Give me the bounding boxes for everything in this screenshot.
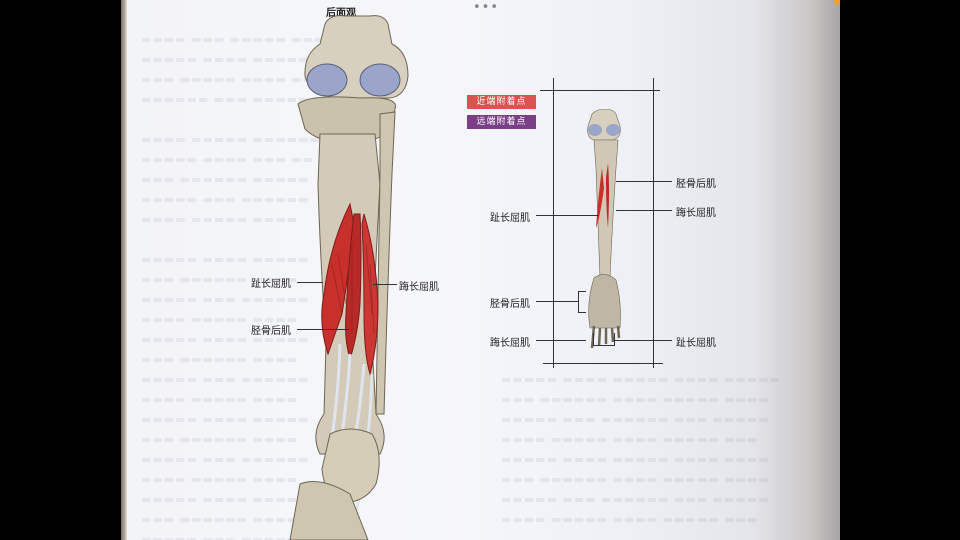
leader-line xyxy=(536,215,599,216)
book-page: ▬▬▬▬ ▬▬▬ ▬▬▬▬▬ ▬▬▬ ▬▬▬▬▬ ▬▬▬▬ ▬▬▬▬▬▬ ▬▬▬… xyxy=(121,0,840,540)
label-small-flexor-hallucis-longus-upper: 踇长屈肌 xyxy=(676,208,716,219)
leader-line xyxy=(536,301,578,302)
leader-line xyxy=(616,181,672,182)
frame-bottom xyxy=(543,363,663,364)
bracket xyxy=(593,333,615,346)
main-leg-illustration xyxy=(289,15,409,540)
small-leg-illustration xyxy=(587,109,621,349)
legend-distal-attachment: 远端附着点 xyxy=(467,115,536,129)
view-caption: 后面观 xyxy=(326,8,356,19)
label-flexor-hallucis-longus: 踇长屈肌 xyxy=(399,282,439,293)
legend-proximal-attachment: 近端附着点 xyxy=(467,95,536,109)
leader-line xyxy=(536,340,586,341)
label-small-tibialis-posterior-upper: 胫骨后肌 xyxy=(676,179,716,190)
label-small-tibialis-posterior-lower: 胫骨后肌 xyxy=(490,299,530,310)
label-small-flexor-hallucis-longus-lower: 踇长屈肌 xyxy=(490,338,530,349)
bleed-through-text: ▬▬▬▬ ▬▬▬ ▬▬▬▬▬ ▬▬▬ ▬▬▬▬▬ ▬▬▬▬ ▬▬▬▬▬▬ ▬▬▬… xyxy=(141,33,326,540)
leader-line xyxy=(616,210,672,211)
label-small-flexor-digitorum-longus-lower: 趾长屈肌 xyxy=(676,338,716,349)
label-tibialis-posterior: 胫骨后肌 xyxy=(251,326,291,337)
leader-line xyxy=(615,340,672,341)
label-small-flexor-digitorum-longus-upper: 趾长屈肌 xyxy=(490,213,530,224)
viewer-right-margin xyxy=(840,0,960,540)
leader-line xyxy=(297,282,323,283)
leader-line xyxy=(297,329,349,330)
label-flexor-digitorum-longus: 趾长屈肌 xyxy=(251,279,291,290)
bracket xyxy=(578,291,586,313)
leader-line xyxy=(373,284,397,285)
frame-top xyxy=(540,90,660,91)
more-options-icon[interactable]: ••• xyxy=(473,0,500,15)
bleed-through-text-right: ▬▬▬▬▬ ▬▬▬▬ ▬▬▬▬▬ ▬▬▬▬ ▬▬▬▬▬ ▬▬▬ ▬▬▬▬▬▬ ▬… xyxy=(501,373,782,526)
notification-dot xyxy=(834,0,840,5)
page-binding-edge xyxy=(121,0,127,540)
frame-left xyxy=(553,78,554,368)
frame-right xyxy=(653,78,654,368)
